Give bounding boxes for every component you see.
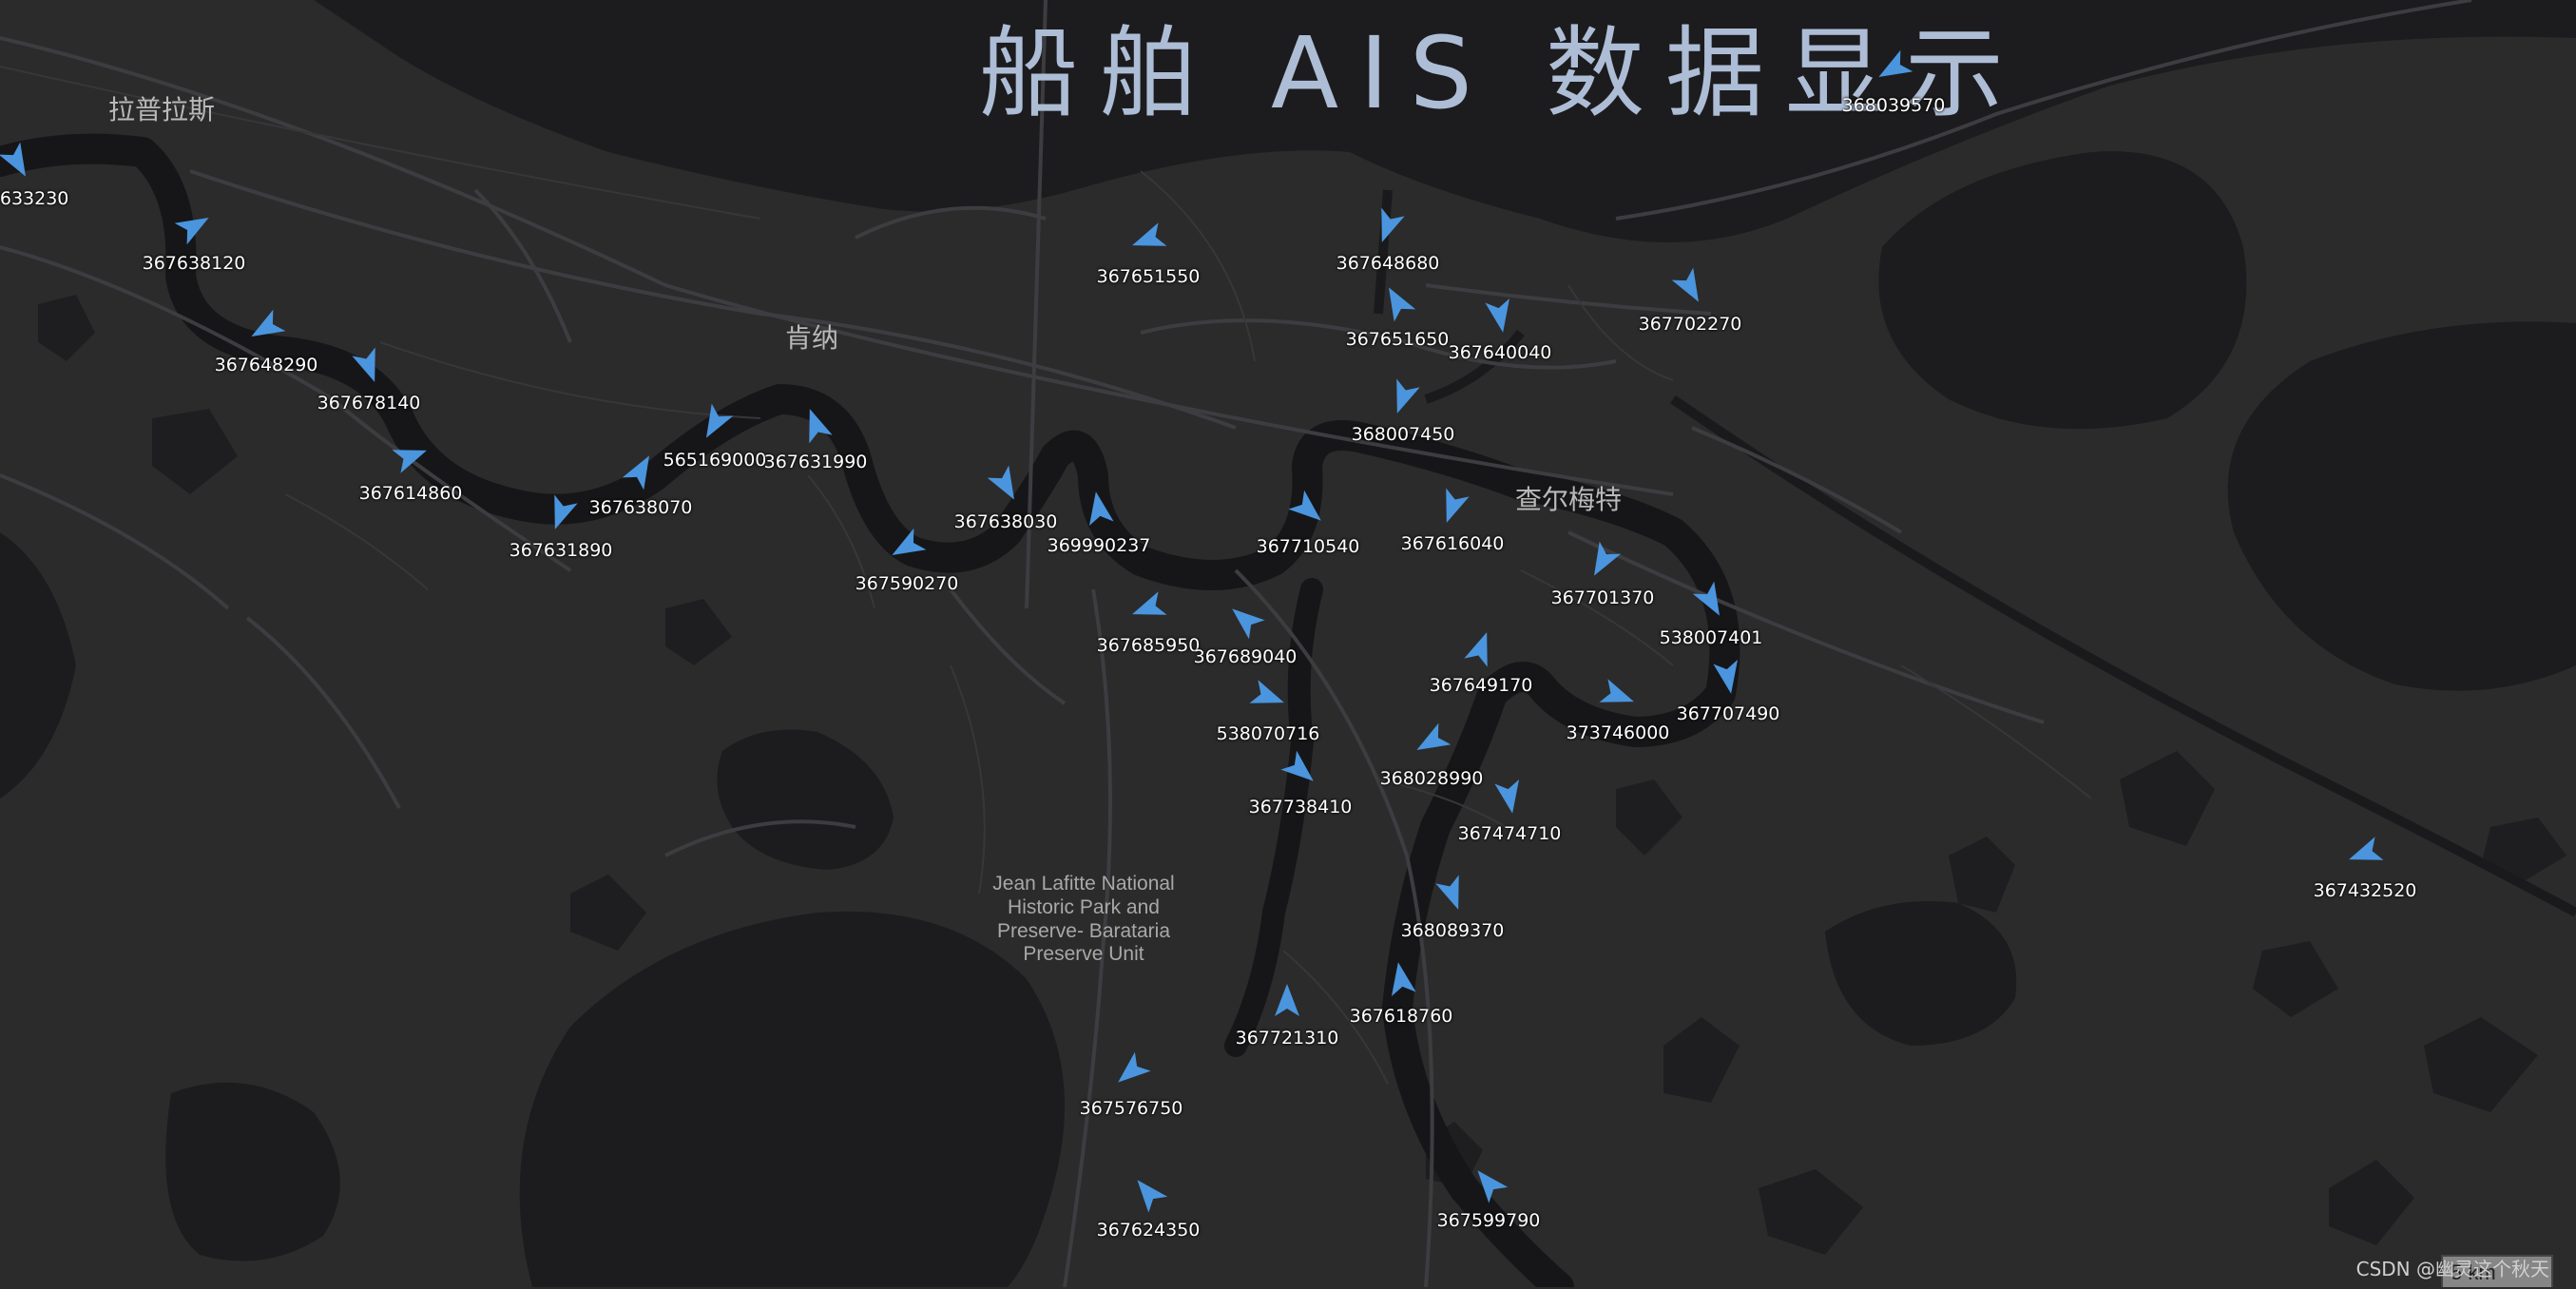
vessel-mmsi-label: 367638120 <box>142 253 246 274</box>
vessel-mmsi-label: 368039570 <box>1841 95 1946 116</box>
vessel-mmsi-label: 367474710 <box>1457 823 1562 844</box>
vessel-mmsi-label: 367631890 <box>509 540 613 561</box>
vessel-mmsi-label: 367738410 <box>1248 797 1353 818</box>
lake-pontchartrain <box>314 0 2576 242</box>
navigation-arrow-icon <box>1485 298 1510 333</box>
vessel-mmsi-label: 367707490 <box>1676 703 1780 724</box>
vessel-mmsi-label: 367590270 <box>855 573 959 594</box>
navigation-arrow-icon <box>1132 591 1167 615</box>
navigation-arrow-icon <box>1435 875 1459 910</box>
vessel-mmsi-label: 367701370 <box>1550 587 1655 608</box>
vessel-mmsi-label: 367648680 <box>1336 253 1440 274</box>
vessel-mmsi-label: 373746000 <box>1566 722 1670 743</box>
vessel-mmsi-label: 367689040 <box>1193 646 1298 667</box>
navigation-arrow-icon <box>1396 378 1420 414</box>
navigation-arrow-icon <box>1416 722 1451 750</box>
vessel-mmsi-label: 367576750 <box>1079 1098 1183 1119</box>
navigation-arrow-icon <box>2349 837 2384 860</box>
navigation-arrow-icon <box>987 465 1014 500</box>
navigation-arrow-icon <box>1137 1180 1168 1213</box>
vessel-mmsi-label: 367631990 <box>763 452 868 472</box>
vessel-mmsi-label: 367633230 <box>0 188 69 209</box>
navigation-arrow-icon <box>1446 488 1470 523</box>
vessel-mmsi-label: 367618760 <box>1349 1006 1453 1027</box>
navigation-arrow-icon <box>1713 659 1739 694</box>
lake-borgne <box>2227 321 2576 691</box>
place-label-laplace: 拉普拉斯 <box>108 94 216 125</box>
navigation-arrow-icon <box>1391 962 1416 997</box>
vessel-mmsi-label: 538007401 <box>1659 627 1763 648</box>
vessel-mmsi-label: 367616040 <box>1400 533 1505 554</box>
navigation-arrow-icon <box>1878 49 1913 77</box>
navigation-arrow-icon <box>1288 490 1321 521</box>
navigation-arrow-icon <box>1132 222 1167 246</box>
vessel-mmsi-label: 367614860 <box>358 483 463 504</box>
vessel-mmsi-label: 367710540 <box>1256 536 1360 557</box>
vessel-mmsi-label: 369990237 <box>1047 535 1151 556</box>
mississippi-river <box>0 133 1740 1287</box>
navigation-arrow-icon <box>892 528 927 555</box>
vessel-mmsi-label: 367599790 <box>1436 1210 1541 1231</box>
navigation-arrow-icon <box>1118 1051 1151 1083</box>
navigation-arrow-icon <box>1477 1170 1509 1203</box>
navigation-arrow-icon <box>1389 287 1416 322</box>
navigation-arrow-icon <box>1249 680 1284 703</box>
vessel-mmsi-label: 367638030 <box>953 511 1058 532</box>
vessel-mmsi-label: 367685950 <box>1096 635 1201 656</box>
navigation-arrow-icon <box>706 403 734 438</box>
lake-salvador <box>519 911 1065 1287</box>
navigation-arrow-icon <box>554 494 578 529</box>
vessel-mmsi-label: 367624350 <box>1096 1220 1201 1241</box>
vessel-mmsi-label: 367648290 <box>214 355 318 375</box>
navigation-arrow-icon <box>1594 541 1622 576</box>
navigation-arrow-icon <box>622 455 649 491</box>
navigation-arrow-icon <box>1381 207 1405 242</box>
navigation-arrow-icon <box>1692 581 1720 616</box>
navigation-arrow-icon <box>1275 984 1299 1016</box>
navigation-arrow-icon <box>0 142 26 177</box>
watermark: CSDN @幽灵这个秋天 <box>2355 1258 2549 1280</box>
navigation-arrow-icon <box>1232 608 1265 640</box>
navigation-arrow-icon <box>1599 679 1634 702</box>
place-label-kenner: 肯纳 <box>785 322 839 354</box>
navigation-arrow-icon <box>1280 750 1314 781</box>
vessel-mmsi-label: 367651650 <box>1345 329 1450 350</box>
place-label-jean-lafitte-park: Jean Lafitte National Historic Park and … <box>992 873 1175 966</box>
navigation-arrow-icon <box>174 218 209 245</box>
vessel-mmsi-label: 368007450 <box>1351 424 1455 445</box>
vessel-mmsi-label: 367638070 <box>588 497 693 518</box>
navigation-arrow-icon <box>392 450 427 473</box>
vessel-mmsi-label: 367721310 <box>1235 1028 1339 1049</box>
vessel-mmsi-label: 367640040 <box>1448 342 1552 363</box>
vessel-mmsi-label: 367432520 <box>2313 880 2417 901</box>
place-label-chalmette: 查尔梅特 <box>1515 484 1623 515</box>
navigation-arrow-icon <box>1671 267 1699 302</box>
vessel-mmsi-label: 368089370 <box>1400 920 1505 941</box>
navigation-arrow-icon <box>1494 779 1520 814</box>
navigation-arrow-icon <box>1464 632 1488 667</box>
navigation-arrow-icon <box>809 409 833 444</box>
page-title: 船舶 AIS 数据显示 <box>979 15 2025 131</box>
scale-bar: 5 km <box>2441 1255 2553 1287</box>
navigation-arrow-icon <box>352 347 375 382</box>
vessel-mmsi-label: 367702270 <box>1638 314 1742 335</box>
vessel-mmsi-label: 538070716 <box>1216 723 1320 744</box>
vessel-mmsi-label: 565169000 <box>663 450 767 471</box>
vessel-mmsi-label: 367651550 <box>1096 266 1201 287</box>
navigation-arrow-icon <box>251 309 286 337</box>
vessel-mmsi-label: 367649170 <box>1429 675 1533 696</box>
navigation-arrow-icon <box>1088 491 1114 527</box>
vessel-mmsi-label: 367678140 <box>317 393 421 414</box>
vessel-mmsi-label: 368028990 <box>1379 768 1484 789</box>
